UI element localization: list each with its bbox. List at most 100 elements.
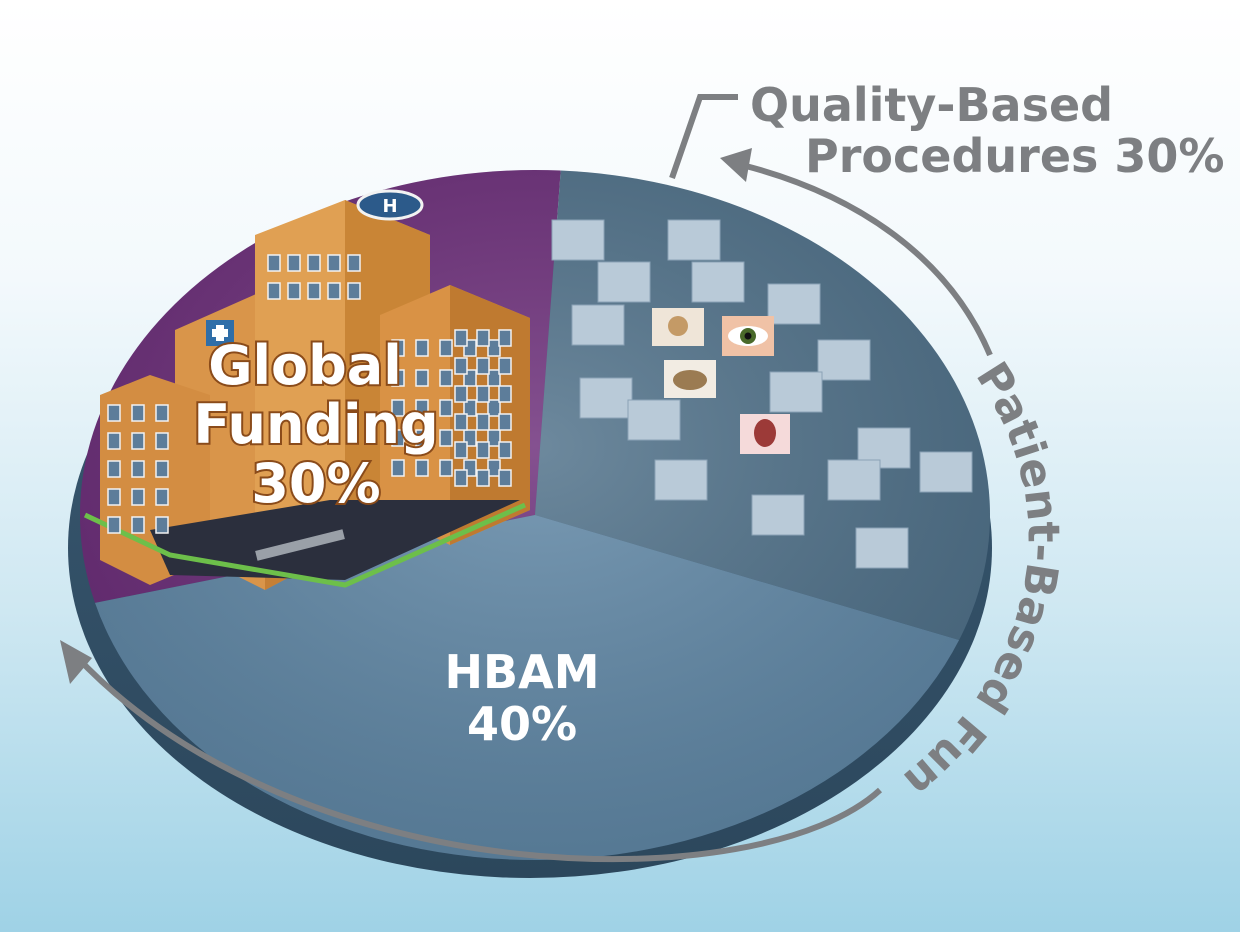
building-window xyxy=(487,399,501,417)
building-window xyxy=(155,432,169,450)
building-window xyxy=(439,429,453,447)
building-window xyxy=(463,399,477,417)
procedure-tile xyxy=(691,261,745,303)
building-window xyxy=(476,385,490,403)
building-window xyxy=(107,404,121,422)
procedure-tile xyxy=(855,527,909,569)
procedure-tile xyxy=(597,261,651,303)
building-window xyxy=(415,399,429,417)
building-window xyxy=(155,460,169,478)
lower-arrowhead xyxy=(60,640,92,684)
global-label-line2: Funding xyxy=(193,393,438,456)
procedure-tile xyxy=(769,371,823,413)
building-window xyxy=(287,254,301,272)
building-window xyxy=(487,459,501,477)
building-window xyxy=(487,339,501,357)
building-window xyxy=(415,339,429,357)
building-window xyxy=(107,516,121,534)
upper-arrowhead xyxy=(720,148,752,182)
procedure-tile xyxy=(579,377,633,419)
building-window xyxy=(454,329,468,347)
procedure-tile xyxy=(571,304,625,346)
procedure-images xyxy=(652,308,790,454)
procedure-tile xyxy=(667,219,721,261)
building-window xyxy=(439,399,453,417)
global-funding-label: Global Funding 30% xyxy=(191,332,440,517)
building-window xyxy=(476,413,490,431)
building-window xyxy=(498,385,512,403)
global-label-value: 30% xyxy=(251,452,380,515)
building-window xyxy=(415,459,429,477)
building-window xyxy=(487,369,501,387)
building-window xyxy=(498,357,512,375)
building-window xyxy=(454,413,468,431)
procedure-tile xyxy=(919,451,973,493)
lower-arc-arrow xyxy=(72,652,883,863)
building-window xyxy=(131,516,145,534)
hbam-label: HBAM 40% xyxy=(445,645,600,751)
building-window xyxy=(476,329,490,347)
qbp-label-line2: Procedures 30% xyxy=(805,129,1225,183)
building-window xyxy=(107,460,121,478)
upper-arc-arrow xyxy=(741,162,993,357)
qbp-label-line1: Quality-Based xyxy=(750,78,1113,132)
procedure-tile xyxy=(751,494,805,536)
building-windows xyxy=(107,254,512,534)
building-window xyxy=(391,339,405,357)
building-window xyxy=(476,357,490,375)
building-window xyxy=(487,429,501,447)
building-window xyxy=(131,488,145,506)
building-window xyxy=(107,432,121,450)
procedure-tile xyxy=(817,339,871,381)
procedure-tile xyxy=(551,219,605,261)
building-window xyxy=(498,441,512,459)
building-window xyxy=(454,357,468,375)
building-window xyxy=(131,460,145,478)
building-window xyxy=(307,282,321,300)
hbam-label-line1: HBAM xyxy=(445,645,600,699)
hbam-label-value: 40% xyxy=(467,697,577,751)
building-window xyxy=(267,254,281,272)
building-window xyxy=(391,429,405,447)
global-label-line1: Global xyxy=(208,334,402,397)
qbp-callout-leader xyxy=(669,94,738,179)
building-window xyxy=(131,432,145,450)
procedure-tile xyxy=(654,459,708,501)
building-window xyxy=(454,469,468,487)
building-window xyxy=(391,399,405,417)
procedure-tiles xyxy=(551,219,973,569)
procedure-tile xyxy=(627,399,681,441)
building-window xyxy=(476,441,490,459)
building-window xyxy=(391,459,405,477)
procedure-tile xyxy=(827,459,881,501)
building-window xyxy=(498,413,512,431)
building-window xyxy=(454,385,468,403)
building-window xyxy=(347,282,361,300)
building-window xyxy=(439,459,453,477)
building-window xyxy=(327,282,341,300)
svg-text:H: H xyxy=(382,196,397,217)
building-window xyxy=(347,254,361,272)
building-window xyxy=(287,282,301,300)
building-window xyxy=(415,429,429,447)
procedure-tile xyxy=(767,283,821,325)
building-window xyxy=(327,254,341,272)
building-window xyxy=(439,339,453,357)
building-window xyxy=(439,369,453,387)
building-window xyxy=(498,469,512,487)
building-window xyxy=(107,488,121,506)
building-window xyxy=(155,488,169,506)
qbp-callout: Quality-Based Procedures 30% xyxy=(669,78,1225,183)
building-window xyxy=(155,404,169,422)
building-window xyxy=(391,369,405,387)
building-window xyxy=(415,369,429,387)
building-window xyxy=(498,329,512,347)
building-window xyxy=(155,516,169,534)
building-window xyxy=(267,282,281,300)
building-window xyxy=(131,404,145,422)
building-window xyxy=(454,441,468,459)
building-window xyxy=(476,469,490,487)
building-window xyxy=(307,254,321,272)
